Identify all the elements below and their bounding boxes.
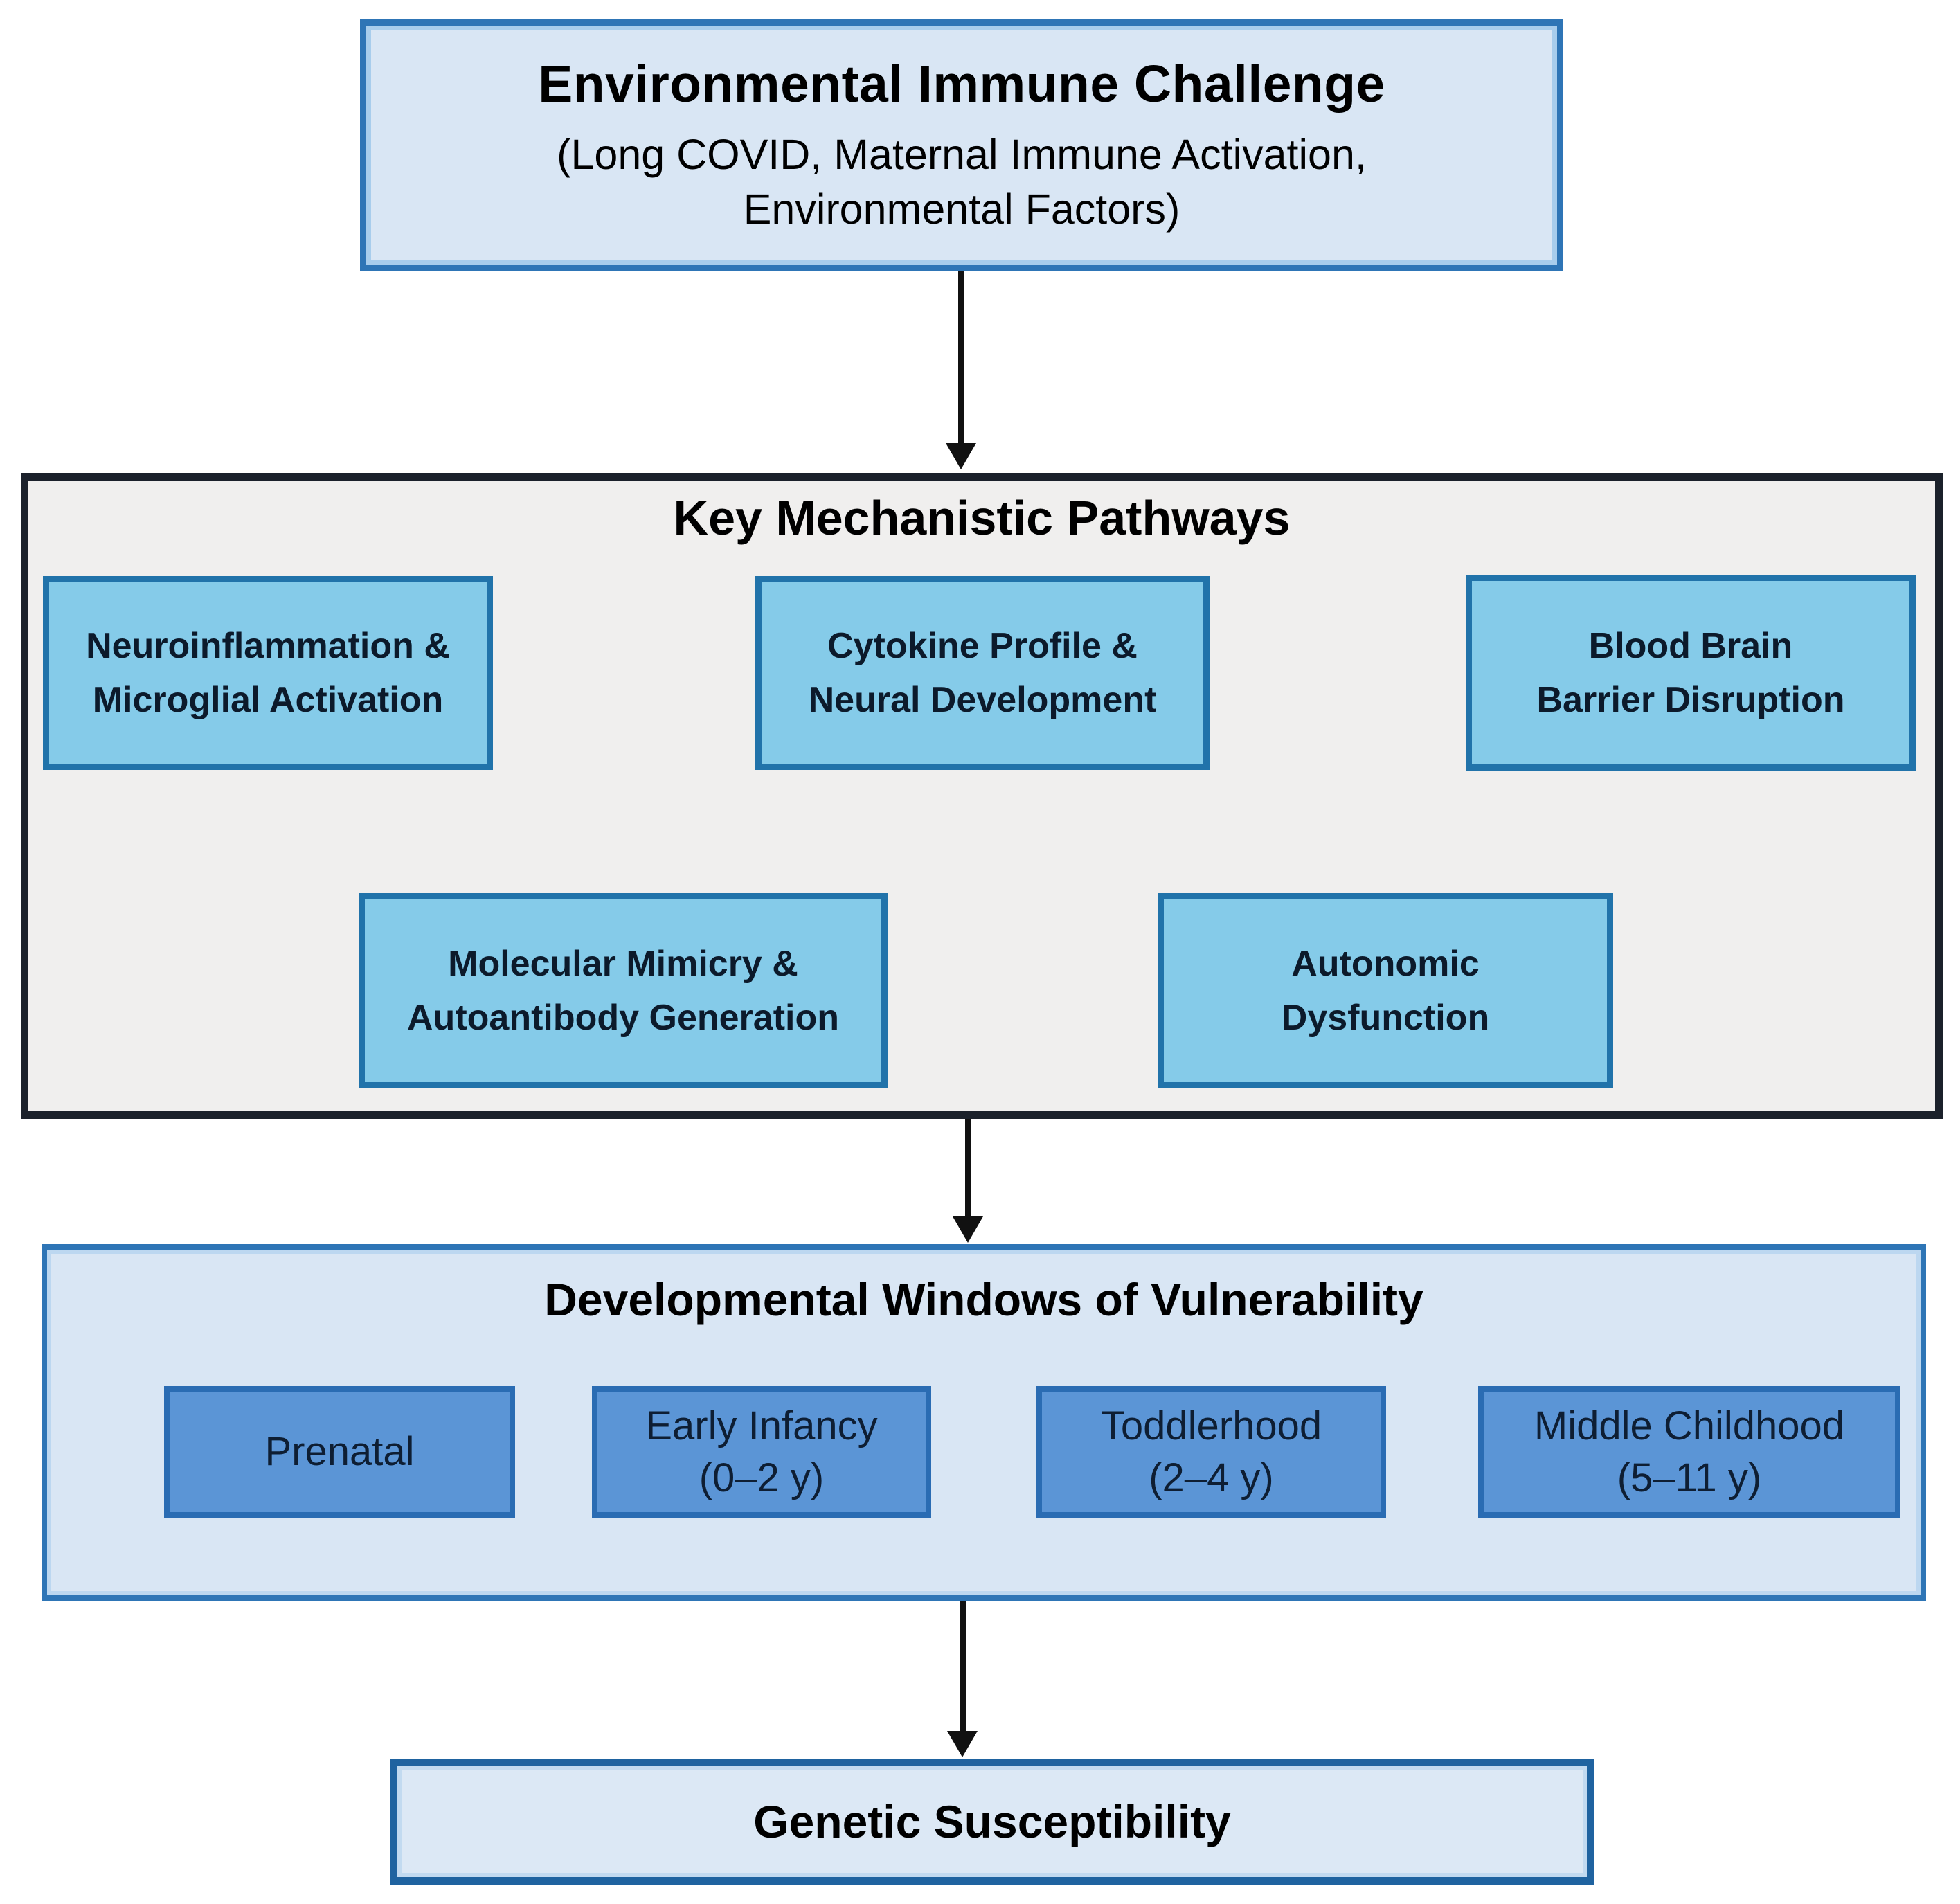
window-box-toddlerhood: Toddlerhood (2–4 y) [1036, 1386, 1386, 1518]
pathway-box-cytokine-profile: Cytokine Profile & Neural Development [755, 576, 1210, 770]
genetic-susceptibility-box: Genetic Susceptibility [390, 1759, 1594, 1885]
environmental-immune-challenge-title: Environmental Immune Challenge [538, 54, 1385, 113]
environmental-immune-challenge-box: Environmental Immune Challenge (Long COV… [360, 19, 1563, 271]
pathway-box-blood-brain-barrier: Blood Brain Barrier Disruption [1466, 575, 1916, 771]
arrow-head-icon [947, 1731, 978, 1757]
arrow-shaft [959, 1601, 966, 1731]
key-mechanistic-pathways-title: Key Mechanistic Pathways [673, 491, 1291, 545]
flow-arrow-pathways-to-windows [950, 1119, 986, 1243]
environmental-immune-challenge-subtitle: (Long COVID, Maternal Immune Activation,… [557, 130, 1367, 233]
flow-arrow-challenge-to-pathways [943, 271, 979, 469]
arrow-shaft [964, 1119, 971, 1216]
arrow-head-icon [946, 443, 976, 469]
pathway-box-molecular-mimicry: Molecular Mimicry & Autoantibody Generat… [359, 893, 888, 1088]
pathway-box-autonomic-dysfunction: Autonomic Dysfunction [1158, 893, 1613, 1088]
window-box-middle-childhood: Middle Childhood (5–11 y) [1478, 1386, 1900, 1518]
arrow-head-icon [953, 1216, 983, 1243]
flow-arrow-windows-to-genetic [944, 1601, 980, 1757]
window-box-early-infancy: Early Infancy (0–2 y) [592, 1386, 931, 1518]
key-mechanistic-pathways-panel: Key Mechanistic Pathways [21, 473, 1943, 1119]
window-box-prenatal: Prenatal [164, 1386, 515, 1518]
pathway-box-neuroinflammation: Neuroinflammation & Microglial Activatio… [43, 576, 493, 770]
developmental-windows-title: Developmental Windows of Vulnerability [544, 1274, 1423, 1325]
arrow-shaft [957, 271, 964, 443]
genetic-susceptibility-title: Genetic Susceptibility [753, 1796, 1231, 1847]
